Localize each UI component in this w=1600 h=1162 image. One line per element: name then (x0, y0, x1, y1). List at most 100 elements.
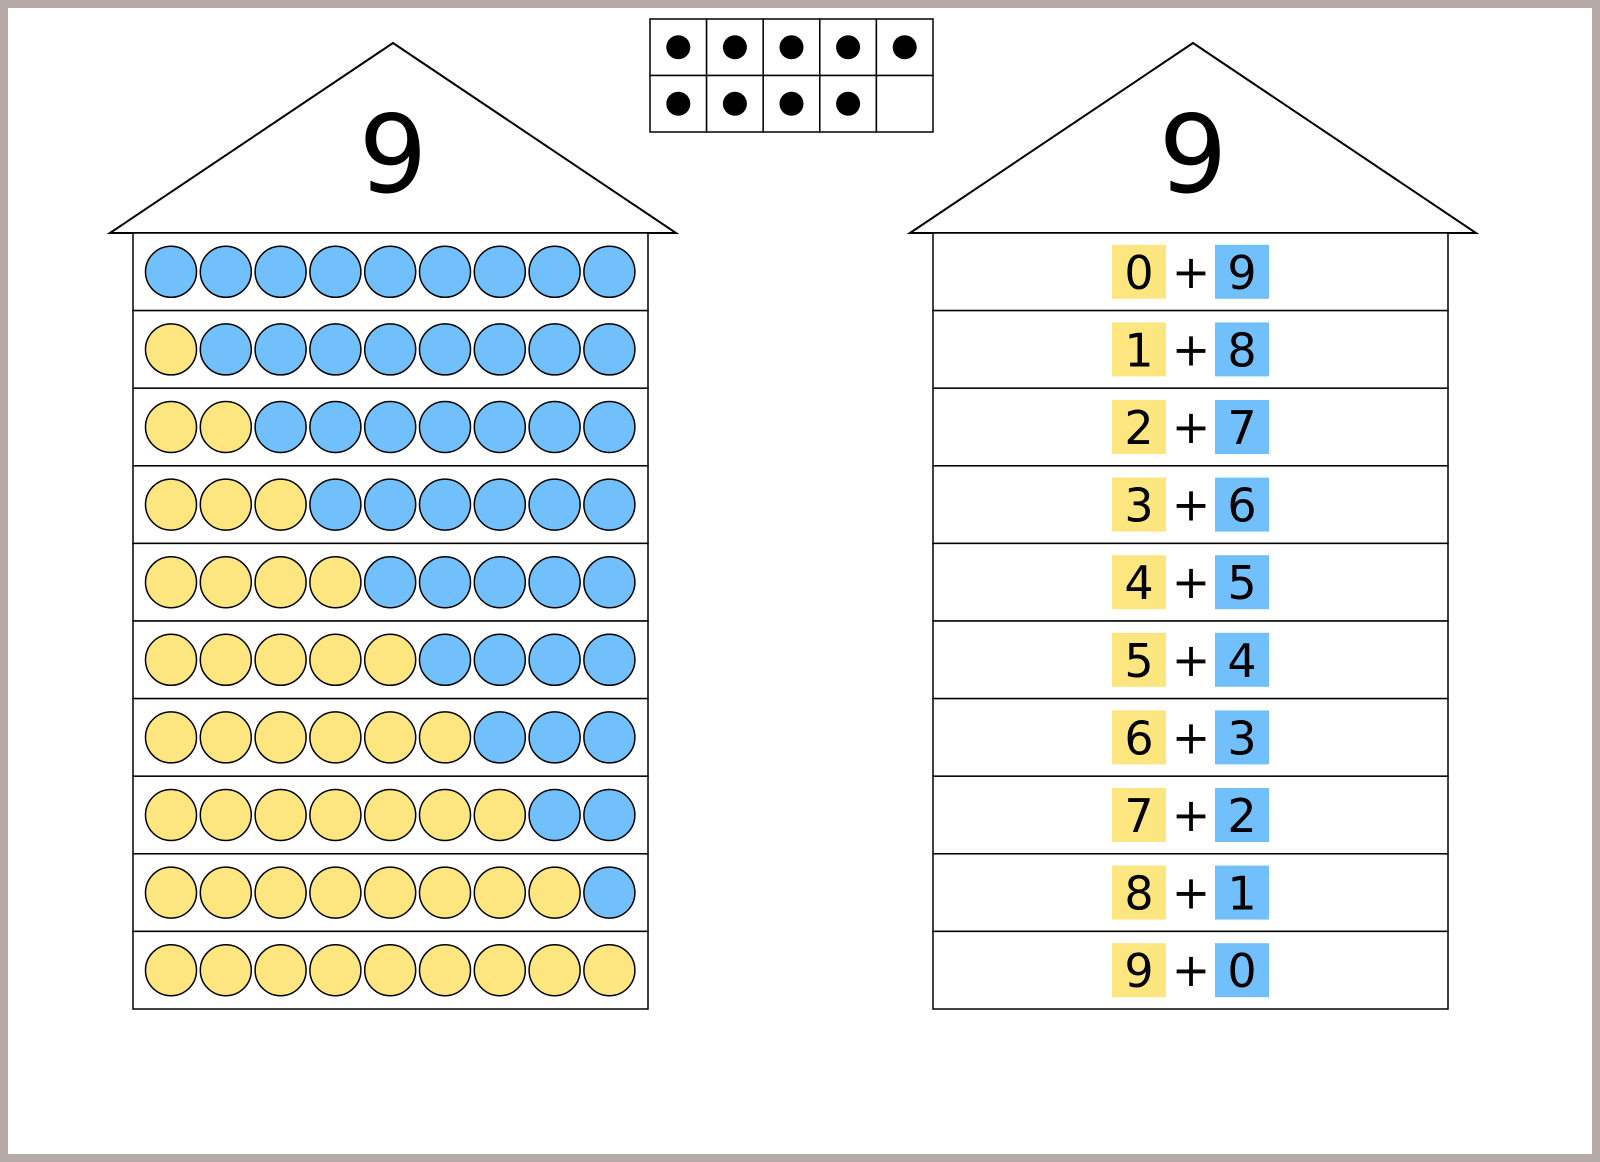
blue-counter (583, 788, 636, 842)
blue-counter (363, 478, 417, 531)
ten-frame-cell (875, 74, 934, 133)
yellow-counter (199, 478, 253, 531)
blue-addend: 3 (1227, 711, 1256, 765)
blue-counter (473, 711, 527, 764)
yellow-counter (309, 555, 362, 609)
blue-counter (473, 478, 527, 531)
yellow-counter (309, 788, 362, 842)
left-roof-number: 9 (359, 93, 428, 218)
blue-counter (583, 478, 636, 531)
yellow-counter (144, 788, 198, 842)
blue-addend: 7 (1227, 401, 1256, 455)
yellow-addend-box (1112, 477, 1166, 532)
yellow-addend-box (1112, 943, 1166, 998)
blue-addend-box (1215, 244, 1269, 299)
yellow-counter (583, 943, 636, 997)
yellow-counter (309, 633, 362, 687)
blue-addend: 4 (1227, 634, 1256, 688)
blue-counter (473, 400, 527, 454)
yellow-counter (199, 555, 253, 609)
yellow-addend: 6 (1124, 711, 1153, 765)
right-house-row (932, 930, 1449, 1010)
yellow-addend-box (1112, 865, 1166, 920)
blue-addend-box (1215, 943, 1269, 998)
right-house-row (932, 309, 1449, 389)
blue-addend-box (1215, 632, 1269, 687)
blue-counter (199, 245, 253, 299)
yellow-counter (254, 711, 307, 764)
blue-counter (583, 245, 636, 299)
yellow-counter (144, 711, 198, 764)
left-house-rows (132, 232, 649, 1010)
blue-counter (528, 711, 581, 764)
blue-counter (418, 633, 472, 687)
yellow-counter (199, 400, 253, 454)
blue-counter (528, 400, 581, 454)
yellow-counter (363, 866, 417, 919)
yellow-counter (144, 943, 198, 997)
blue-addend-box (1215, 322, 1269, 377)
blue-counter (583, 555, 636, 609)
yellow-counter (363, 711, 417, 764)
blue-counter (363, 555, 417, 609)
blue-addend-box (1215, 555, 1269, 610)
yellow-addend-box (1112, 322, 1166, 377)
yellow-counter (199, 943, 253, 997)
ten-frame-dot (722, 35, 747, 60)
blue-counter (583, 400, 636, 454)
blue-counter (473, 633, 527, 687)
ten-frame-dot (836, 91, 861, 116)
yellow-addend: 9 (1124, 944, 1153, 998)
yellow-addend: 2 (1124, 401, 1153, 455)
plus-sign: + (1172, 710, 1211, 764)
plus-sign: + (1172, 322, 1211, 376)
yellow-counter (418, 788, 472, 842)
yellow-counter (363, 788, 417, 842)
yellow-counter (363, 633, 417, 687)
yellow-counter (144, 633, 198, 687)
yellow-addend: 5 (1124, 634, 1153, 688)
yellow-addend: 1 (1124, 323, 1153, 377)
yellow-addend: 3 (1124, 479, 1153, 533)
yellow-counter (254, 555, 307, 609)
yellow-counter (418, 866, 472, 919)
yellow-addend-box (1112, 400, 1166, 454)
right-number-house: 9 0+91+82+73+64+55+46+37+28+19+0 (906, 41, 1480, 1010)
ten-frame-dot (892, 35, 917, 60)
yellow-addend-box (1112, 632, 1166, 687)
yellow-counter (309, 711, 362, 764)
yellow-counter (309, 943, 362, 997)
yellow-counter (144, 400, 198, 454)
ten-frame-dot (722, 91, 747, 116)
yellow-counter (473, 866, 527, 919)
right-house-rows: 0+91+82+73+64+55+46+37+28+19+0 (932, 232, 1449, 1010)
plus-sign: + (1172, 788, 1211, 842)
yellow-counter (144, 555, 198, 609)
blue-counter (418, 245, 472, 299)
yellow-counter (199, 788, 253, 842)
yellow-addend: 0 (1124, 246, 1153, 300)
plus-sign: + (1172, 943, 1211, 997)
blue-addend: 9 (1227, 246, 1256, 300)
blue-counter (418, 555, 472, 609)
right-house-row (932, 697, 1449, 777)
blue-counter (528, 788, 581, 842)
yellow-counter (418, 711, 472, 764)
yellow-counter (473, 943, 527, 997)
yellow-counter (254, 943, 307, 997)
yellow-counter (144, 323, 198, 376)
right-house-row (932, 465, 1449, 545)
yellow-addend-box (1112, 244, 1166, 299)
yellow-addend: 7 (1124, 789, 1153, 843)
yellow-counter (528, 866, 581, 919)
blue-addend: 1 (1227, 867, 1256, 921)
yellow-counter (144, 866, 198, 919)
right-house-row (932, 620, 1449, 700)
yellow-addend: 4 (1124, 556, 1153, 610)
yellow-counter (254, 866, 307, 919)
plus-sign: + (1172, 478, 1211, 532)
blue-counter (309, 478, 362, 531)
blue-addend-box (1215, 865, 1269, 920)
ten-frame-dot (779, 35, 804, 60)
blue-counter (363, 323, 417, 376)
